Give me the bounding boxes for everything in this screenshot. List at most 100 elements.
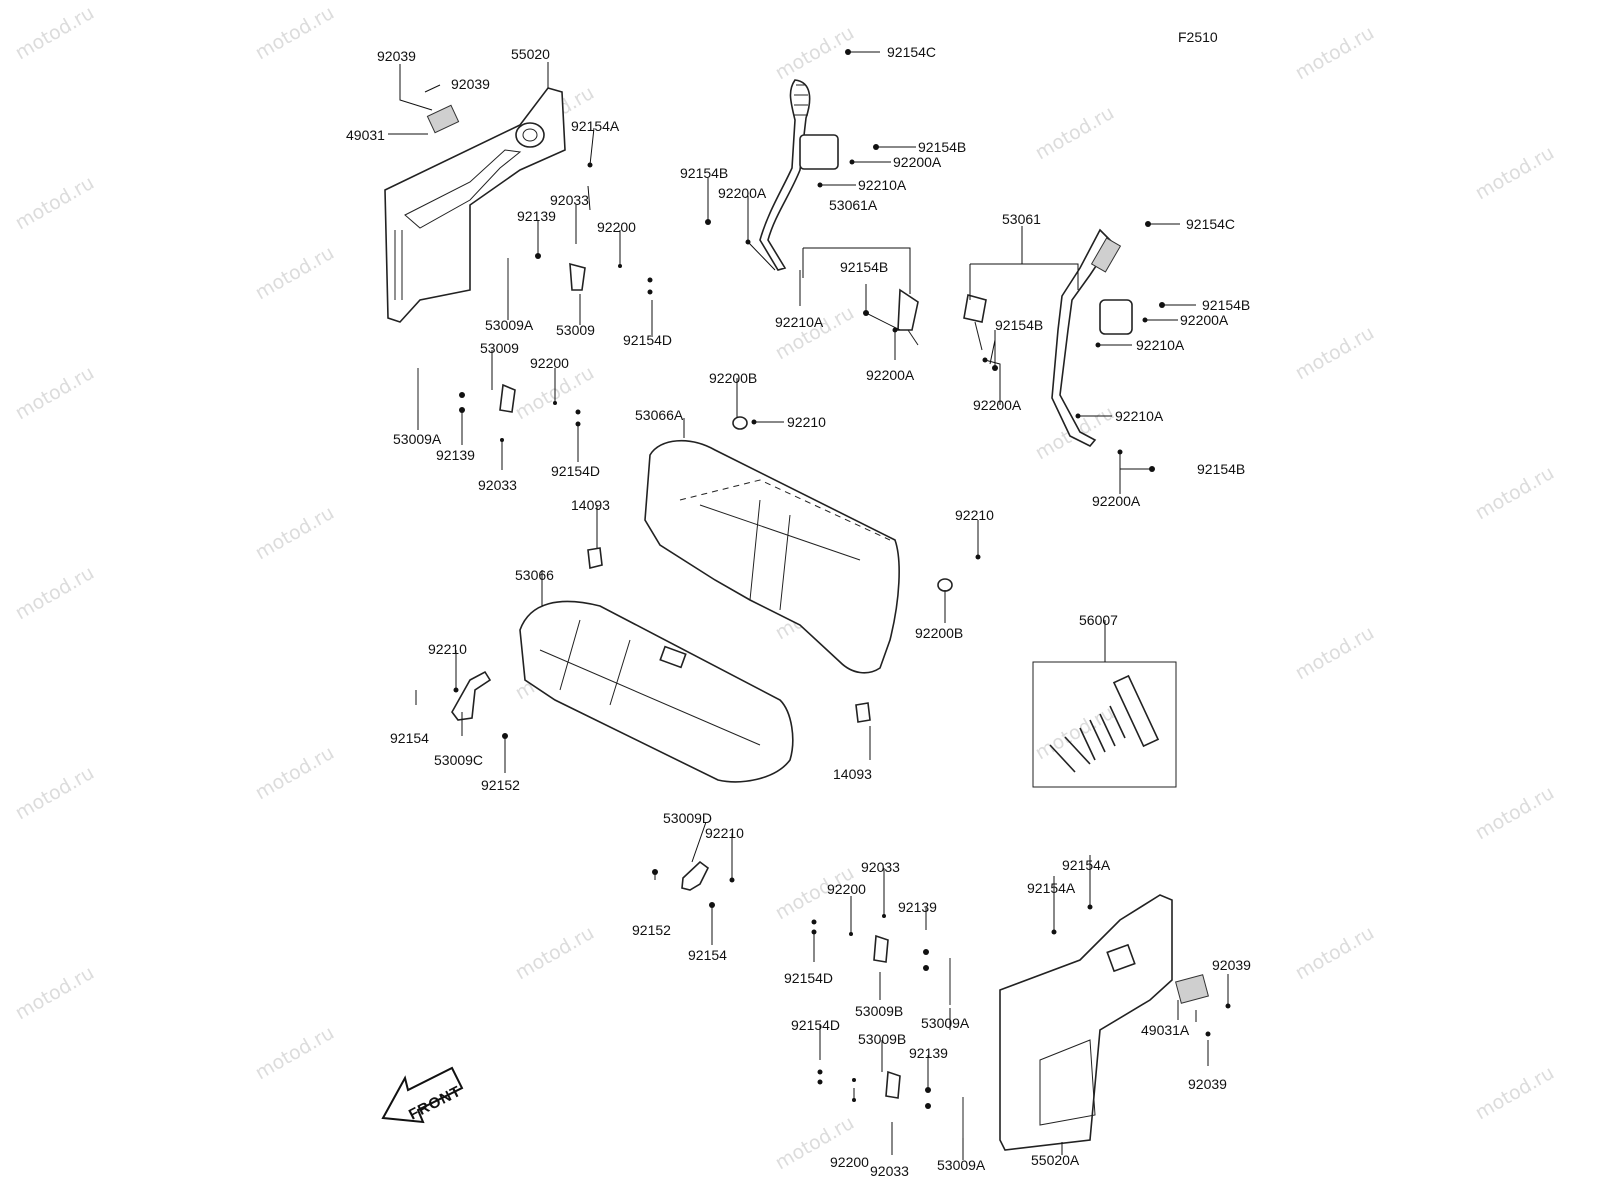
part-label: 55020A (1031, 1152, 1080, 1168)
part-label: 49031A (1141, 1022, 1190, 1038)
part-label: 92039 (451, 76, 490, 92)
part-label: 92152 (632, 922, 671, 938)
bracket-53009d-part (681, 860, 710, 891)
part-label: 49031 (346, 127, 385, 143)
part-label: 92200A (893, 154, 942, 170)
clip-14093-part (587, 547, 871, 723)
watermark-text: motod.ru (772, 302, 858, 365)
part-label: 53009 (480, 340, 519, 356)
part-label: 92200 (597, 219, 636, 235)
part-label: 92210A (1115, 408, 1164, 424)
seat-back-part (644, 439, 900, 674)
watermark-text: motod.ru (1032, 702, 1118, 765)
part-label: 92154D (791, 1017, 840, 1033)
watermark-text: motod.ru (1292, 922, 1378, 985)
part-label: 92154B (1197, 461, 1245, 477)
fastener-dots (453, 49, 1231, 1109)
watermark-text: motod.ru (12, 172, 98, 235)
part-label: 92200B (709, 370, 757, 386)
part-label: 92039 (1212, 957, 1251, 973)
part-label: 92200A (866, 367, 915, 383)
watermark-text: motod.ru (12, 962, 98, 1025)
watermark-text: motod.ru (252, 242, 338, 305)
part-label: 92200A (1092, 493, 1141, 509)
part-label: 53009B (855, 1003, 903, 1019)
part-label: 14093 (833, 766, 872, 782)
washers-part (732, 416, 953, 592)
part-label: 53009A (921, 1015, 970, 1031)
part-label: 92139 (909, 1045, 948, 1061)
part-label: 92039 (1188, 1076, 1227, 1092)
part-label: 92210A (858, 177, 907, 193)
part-label: 53066A (635, 407, 684, 423)
diagram-code: F2510 (1178, 29, 1218, 45)
watermark-text: motod.ru (252, 2, 338, 65)
part-label: 53061 (1002, 211, 1041, 227)
part-label: 92033 (478, 477, 517, 493)
part-label: 92154B (918, 139, 966, 155)
part-label: 92200 (530, 355, 569, 371)
part-label: 92210A (775, 314, 824, 330)
part-label: 92154B (840, 259, 888, 275)
part-label: 92154D (623, 332, 672, 348)
tool-kit-part (1032, 661, 1177, 788)
part-label: 92033 (861, 859, 900, 875)
part-label: 92200B (915, 625, 963, 641)
watermark-text: motod.ru (12, 762, 98, 825)
watermark-text: motod.ru (512, 922, 598, 985)
part-label: 92033 (870, 1163, 909, 1179)
part-label: 92154D (551, 463, 600, 479)
part-label: 92154B (995, 317, 1043, 333)
part-label: 92154B (1202, 297, 1250, 313)
part-label: 92210 (955, 507, 994, 523)
part-label: 92039 (377, 48, 416, 64)
watermark-text: motod.ru (12, 362, 98, 425)
watermark-text: motod.ru (1472, 782, 1558, 845)
part-label: 55020 (511, 46, 550, 62)
watermark-text: motod.ru (1292, 622, 1378, 685)
watermark-text: motod.ru (1292, 22, 1378, 85)
part-label: 92154C (887, 44, 936, 60)
part-label: 92154A (571, 118, 620, 134)
watermark-text: motod.ru (252, 1022, 338, 1085)
part-label: 92152 (481, 777, 520, 793)
part-label: 92200A (1180, 312, 1229, 328)
part-label: 53066 (515, 567, 554, 583)
side-panel-left-part (384, 87, 566, 323)
seat-belt-center-part (759, 79, 919, 346)
part-label: 56007 (1079, 612, 1118, 628)
seat-belt-right-part (963, 228, 1133, 447)
part-label: 53009A (485, 317, 534, 333)
watermark-text: motod.ru (772, 22, 858, 85)
watermark-text: motod.ru (1472, 462, 1558, 525)
part-label: 92210 (428, 641, 467, 657)
watermark-text: motod.ru (252, 502, 338, 565)
watermark-text: motod.ru (1292, 322, 1378, 385)
part-label: 92033 (550, 192, 589, 208)
bracket-53009c-part (451, 670, 492, 721)
side-panel-right-part (999, 894, 1209, 1151)
front-direction-arrow: FRONT (381, 1066, 464, 1124)
part-label: 92154C (1186, 216, 1235, 232)
part-label: 92200 (827, 881, 866, 897)
part-label: 92154A (1062, 857, 1111, 873)
part-label: 53009A (937, 1157, 986, 1173)
part-label: 92154D (784, 970, 833, 986)
part-label: 53009 (556, 322, 595, 338)
part-label: 53061A (829, 197, 878, 213)
part-label: 53009D (663, 810, 712, 826)
part-label: 53009B (858, 1031, 906, 1047)
part-label: 92200A (973, 397, 1022, 413)
part-label: 53009A (393, 431, 442, 447)
part-label: 92210 (787, 414, 826, 430)
part-label: 53009C (434, 752, 483, 768)
part-label: 92154 (390, 730, 429, 746)
part-label: 92200A (718, 185, 767, 201)
part-label: 92200 (830, 1154, 869, 1170)
seat-cushion-part (519, 600, 794, 783)
watermark-text: motod.ru (252, 742, 338, 805)
watermark-text: motod.ru (12, 2, 98, 65)
part-label: 92210 (705, 825, 744, 841)
